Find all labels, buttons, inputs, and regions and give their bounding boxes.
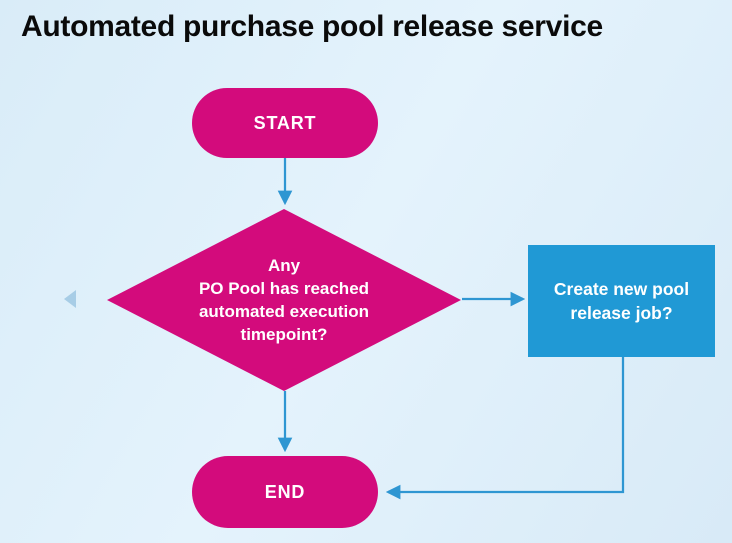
arrow-process-to-end <box>385 357 625 500</box>
flowchart-process-node: Create new pool release job? <box>528 245 715 357</box>
end-label: END <box>264 481 306 502</box>
page-title: Automated purchase pool release service <box>21 10 603 43</box>
decision-label: Any PO Pool has reached automated execut… <box>198 256 370 344</box>
start-label: START <box>253 112 317 133</box>
flowchart-decision-node: Any PO Pool has reached automated execut… <box>107 209 461 391</box>
process-label: Create new pool release job? <box>553 279 690 323</box>
flowchart-start-node: START <box>192 88 378 158</box>
previous-arrow-icon[interactable] <box>64 290 76 308</box>
flowchart-end-node: END <box>192 456 378 528</box>
